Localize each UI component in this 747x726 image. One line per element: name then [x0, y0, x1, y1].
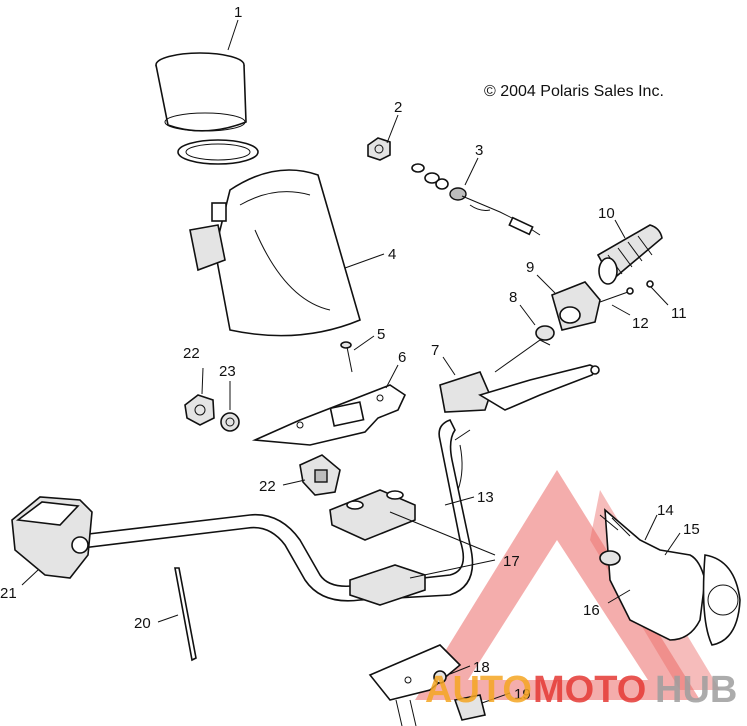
- part-4-headlight-pod: [189, 169, 361, 337]
- part-9-switch-housing: [551, 281, 601, 331]
- callout-15: 15: [683, 521, 700, 538]
- watermark-text: AUTO MOTO HUB: [425, 669, 737, 711]
- part-17-lower-clamp: [349, 564, 426, 606]
- part-6-bracket-plate: [251, 384, 407, 446]
- callout-22-upper: 22: [183, 345, 200, 362]
- copyright-notice: © 2004 Polaris Sales Inc.: [484, 83, 664, 100]
- callout-13: 13: [477, 489, 494, 506]
- part-22-key-switch: [184, 394, 215, 426]
- callout-22-lower: 22: [259, 478, 276, 495]
- watermark-auto: AUTO: [425, 669, 532, 711]
- callout-2: 2: [394, 99, 402, 116]
- callout-1: 1: [234, 4, 242, 21]
- part-7-master-cylinder: [439, 339, 600, 413]
- callout-20: 20: [134, 615, 151, 632]
- callout-6: 6: [398, 349, 406, 366]
- callout-4: 4: [388, 246, 396, 263]
- callout-7: 7: [431, 342, 439, 359]
- callout-9: 9: [526, 259, 534, 276]
- part-8-bushing: [535, 325, 555, 341]
- callout-11: 11: [671, 305, 687, 322]
- part-19-clip: [453, 694, 486, 721]
- part-23-washer: [220, 412, 240, 432]
- part-18-nut: [433, 670, 447, 684]
- part-13-handlebar: [79, 419, 474, 602]
- part-5-bolt: [340, 341, 353, 373]
- part-22-connector: [299, 454, 341, 496]
- leader-lines: [21, 19, 681, 704]
- callout-17: 17: [503, 553, 520, 570]
- callout-21: 21: [0, 585, 17, 602]
- callout-16: 16: [583, 602, 600, 619]
- watermark-hub: HUB: [655, 669, 737, 711]
- part-14-15-16-throttle-assembly: [599, 508, 741, 646]
- callout-12: 12: [632, 315, 649, 332]
- part-1-sleeve: [155, 52, 259, 165]
- callout-3: 3: [475, 142, 483, 159]
- callout-5: 5: [377, 326, 385, 343]
- part-10-hand-grip: [596, 224, 663, 285]
- callout-18: 18: [473, 659, 490, 676]
- callout-23: 23: [219, 363, 236, 380]
- part-21-switch-block: [11, 496, 93, 579]
- callout-14: 14: [657, 502, 674, 519]
- part-11-12-screws: [599, 280, 654, 303]
- part-3-throttle-cable: [411, 163, 541, 236]
- watermark-moto: MOTO: [533, 669, 646, 711]
- callout-10: 10: [598, 205, 615, 222]
- callout-8: 8: [509, 289, 517, 306]
- part-17-upper-clamp: [329, 489, 416, 541]
- part-20-cable-tie: [174, 567, 197, 662]
- callout-19: 19: [514, 686, 531, 703]
- part-2-nut: [367, 137, 391, 161]
- callout-labels: 1 2 3 4 5 6 7 8 9 10 11 12 13 14 15 16 1…: [0, 4, 700, 703]
